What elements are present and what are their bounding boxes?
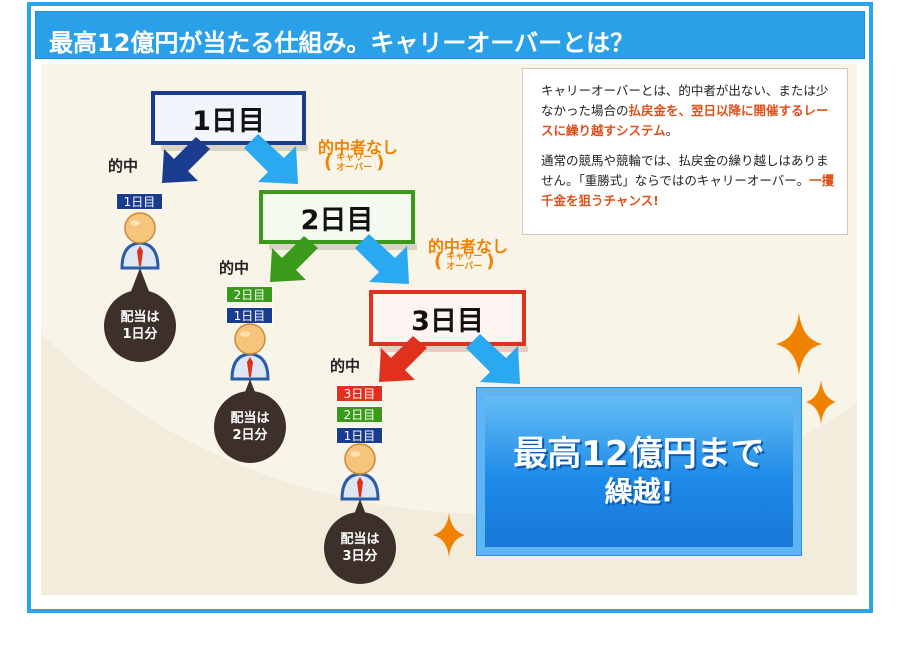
carry-over-note-day-2: (キャリーオーバー) [434,251,494,272]
day-2-box: 2日目 [259,190,417,250]
max-carry-over-box: 最高12億円まで 繰越! [476,387,802,556]
carry-over-explanation: キャリーオーバーとは、的中者が出ない、または少なかった場合の払戻金を、翌日以降に… [522,68,848,235]
title-bar: 最高12億円が当たる仕組み。キャリーオーバーとは？ [35,11,865,59]
day-1-box: 1日目 [151,91,308,151]
payout-badge-3-line1: 配当は [340,532,380,547]
day-3-label: 3日目 [411,305,484,337]
winner-2-tag-2: 1日目 [226,307,273,324]
max-carry-over-line-2: 繰越! [604,474,674,508]
day-3-box: 3日目 [369,290,528,352]
winner-2-tag-1: 2日目 [226,286,273,303]
miss-arrow-day-3 [466,334,520,384]
page-title: 最高12億円が当たる仕組み。キャリーオーバーとは？ [49,29,635,57]
explanation-highlight-2: 一攫千金を狙うチャンス! [541,173,835,208]
winner-3-tag-2: 2日目 [336,406,383,423]
payout-badge-1-line2: 1日分 [122,327,158,342]
payout-badge-2: 配当は 2日分 [214,391,286,463]
explanation-paragraph-2: 通常の競馬や競輪では、払戻金の繰り越しはありません。「重勝式」ならではのキャリー… [541,151,837,211]
hit-arrow-day-3 [379,336,427,382]
explanation-text: キャリーオーバーとは、的中者が出ない、または少なかった場合の [541,83,829,118]
paren-close: ) [376,152,385,173]
day-2-label: 2日目 [300,204,374,236]
winner-3-person-icon [340,443,380,501]
carry-bottom: オーバー [336,162,373,173]
payout-pointer-1 [130,268,150,294]
winner-3-tag-1: 3日目 [336,385,383,402]
miss-label-day-2: 的中者なし [428,237,509,256]
payout-badge-1-line1: 配当は [120,310,160,325]
payout-badge-2-line2: 2日分 [232,428,268,443]
payout-badge-1: 配当は 1日分 [104,290,176,362]
sparkle-icon-left [433,513,465,557]
explanation-text-end: 。 [665,123,679,138]
hit-label-day-3: 的中 [330,357,361,375]
paren-close: ) [486,251,495,272]
sparkle-icon-small [806,380,836,424]
paren-open: ( [434,251,443,272]
winner-3-tag-3: 1日目 [336,427,383,444]
carry-top: キャリー [446,251,483,262]
explanation-text-2: 通常の競馬や競輪では、払戻金の繰り越しはありません。「重勝式」ならではのキャリー… [541,153,829,188]
paren-open: ( [324,152,333,173]
carry-top: キャリー [336,152,373,163]
miss-arrow-day-2 [355,234,409,284]
winner-1-tag-1: 1日目 [116,193,163,210]
payout-badge-2-line1: 配当は [230,411,270,426]
carry-bottom: オーバー [446,261,483,272]
carry-over-note-day-1: (キャリーオーバー) [324,152,384,173]
payout-badge-3: 配当は 3日分 [324,512,396,584]
winner-2-person-icon [230,323,270,381]
miss-label-day-1: 的中者なし [318,138,399,157]
winner-1-person-icon [120,212,160,270]
max-carry-over-line-1: 最高12億円まで [513,433,765,474]
explanation-highlight: 払戻金を、翌日以降に開催するレースに繰り越すシステム [541,103,829,138]
payout-badge-3-line2: 3日分 [342,549,378,564]
explanation-paragraph-1: キャリーオーバーとは、的中者が出ない、または少なかった場合の払戻金を、翌日以降に… [541,81,837,141]
miss-arrow-day-1 [244,134,298,184]
day-1-label: 1日目 [192,105,265,137]
hit-label-day-2: 的中 [219,259,250,277]
hit-label-day-1: 的中 [108,157,139,175]
hit-arrow-day-2 [270,236,318,282]
sparkle-icon-large [776,313,822,375]
hit-arrow-day-1 [162,137,210,183]
